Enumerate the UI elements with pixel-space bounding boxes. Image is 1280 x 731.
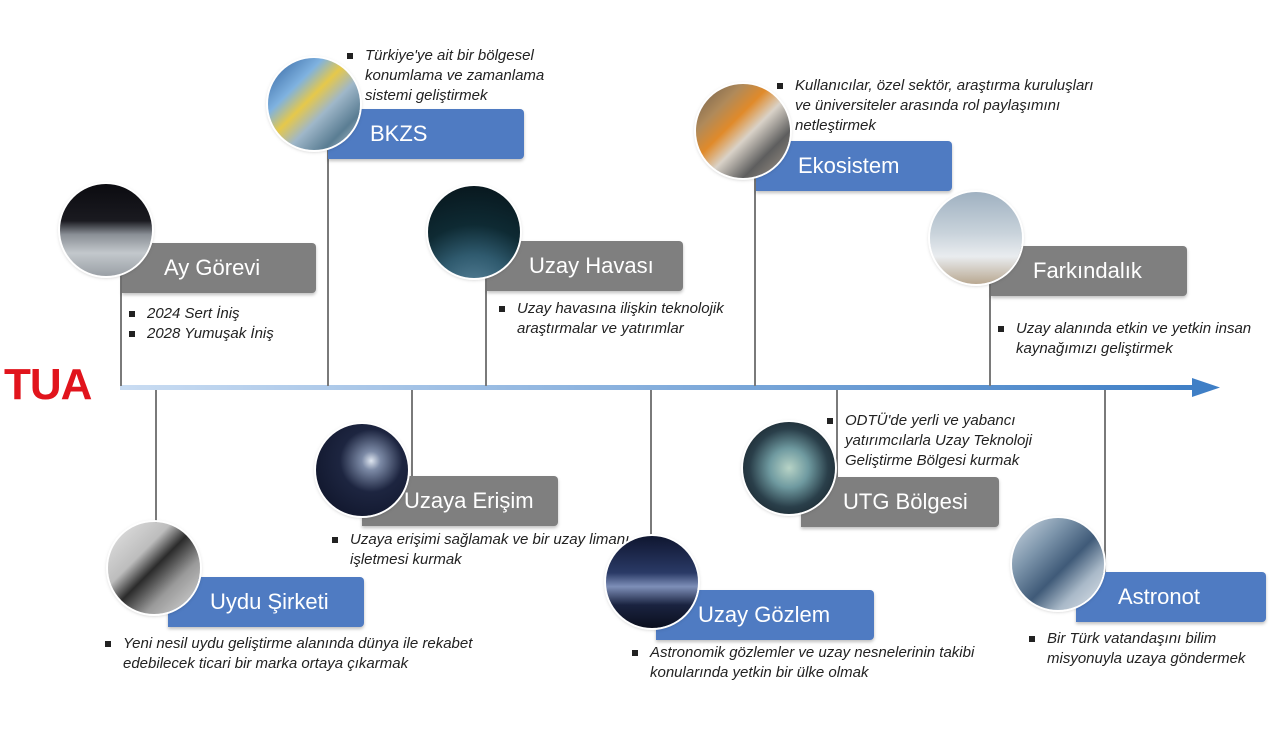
connector-uzay-gozlem xyxy=(650,390,652,536)
milestone-farkindalik-label: Farkındalık xyxy=(991,246,1187,296)
spaceport-rocket-photo xyxy=(316,424,408,516)
milestone-ay-gorevi-bullets: 2024 Sert İniş 2028 Yumuşak İniş xyxy=(127,304,327,344)
milestone-ekosistem-bullets: Kullanıcılar, özel sektör, araştırma kur… xyxy=(775,76,1105,136)
milestone-uzay-havasi-label: Uzay Havası xyxy=(487,241,683,291)
technology-zone-map-photo xyxy=(743,422,835,514)
connector-utg-bolgesi xyxy=(836,390,838,500)
milestone-bkzs-bullets: Türkiye'ye ait bir bölgesel konumlama ve… xyxy=(345,46,585,106)
bullet-item: Türkiye'ye ait bir bölgesel konumlama ve… xyxy=(345,46,585,106)
connector-uydu-sirketi xyxy=(155,390,157,596)
milestone-farkindalik-bullets: Uzay alanında etkin ve yetkin insan kayn… xyxy=(996,319,1276,359)
bullet-item: 2028 Yumuşak İniş xyxy=(127,324,327,344)
milestone-utg-bolgesi-bullets: ODTÜ'de yerli ve yabancı yatırımcılarla … xyxy=(825,411,1075,471)
satellite-lab-photo xyxy=(108,522,200,614)
milestone-uzaya-erisim-bullets: Uzaya erişimi sağlamak ve bir uzay liman… xyxy=(330,530,630,570)
connector-astronot xyxy=(1104,390,1106,574)
tua-logo: TUA xyxy=(4,360,92,409)
bullet-item: Astronomik gözlemler ve uzay nesnelerini… xyxy=(630,643,990,683)
bullet-item: 2024 Sert İniş xyxy=(127,304,327,324)
milestone-bkzs-label: BKZS xyxy=(328,109,524,159)
milestone-uydu-sirketi-bullets: Yeni nesil uydu geliştirme alanında düny… xyxy=(103,634,533,674)
milestone-ekosistem-label: Ekosistem xyxy=(756,141,952,191)
earth-from-space-photo xyxy=(428,186,520,278)
milestone-astronot-bullets: Bir Türk vatandaşını bilim misyonuyla uz… xyxy=(1027,629,1277,669)
bullet-item: ODTÜ'de yerli ve yabancı yatırımcılarla … xyxy=(825,411,1075,471)
rocket-launch-photo xyxy=(930,192,1022,284)
moon-surface-photo xyxy=(60,184,152,276)
connector-farkindalik xyxy=(989,270,991,386)
astronaut-station-photo xyxy=(1012,518,1104,610)
bullet-item: Bir Türk vatandaşını bilim misyonuyla uz… xyxy=(1027,629,1277,669)
connector-uzaya-erisim xyxy=(411,390,413,496)
connector-uzay-havasi xyxy=(485,268,487,386)
bullet-item: Yeni nesil uydu geliştirme alanında düny… xyxy=(103,634,533,674)
connector-bkzs xyxy=(327,134,329,386)
satellite-collage-photo xyxy=(268,58,360,150)
ecosystem-collage-photo xyxy=(696,84,790,178)
milestone-astronot-label: Astronot xyxy=(1076,572,1266,622)
observatory-night-photo xyxy=(606,536,698,628)
milestone-utg-bolgesi-label: UTG Bölgesi xyxy=(801,477,999,527)
milestone-uydu-sirketi-label: Uydu Şirketi xyxy=(168,577,364,627)
connector-ay-gorevi xyxy=(120,268,122,386)
bullet-item: Uzaya erişimi sağlamak ve bir uzay liman… xyxy=(330,530,630,570)
milestone-ay-gorevi-label: Ay Görevi xyxy=(122,243,316,293)
bullet-item: Uzay havasına ilişkin teknolojik araştır… xyxy=(497,299,767,339)
milestone-uzay-havasi-bullets: Uzay havasına ilişkin teknolojik araştır… xyxy=(497,299,767,339)
connector-ekosistem xyxy=(754,165,756,386)
timeline-axis-arrow xyxy=(120,378,1220,397)
bullet-item: Uzay alanında etkin ve yetkin insan kayn… xyxy=(996,319,1276,359)
bullet-item: Kullanıcılar, özel sektör, araştırma kur… xyxy=(775,76,1105,136)
milestone-uzay-gozlem-bullets: Astronomik gözlemler ve uzay nesnelerini… xyxy=(630,643,990,683)
